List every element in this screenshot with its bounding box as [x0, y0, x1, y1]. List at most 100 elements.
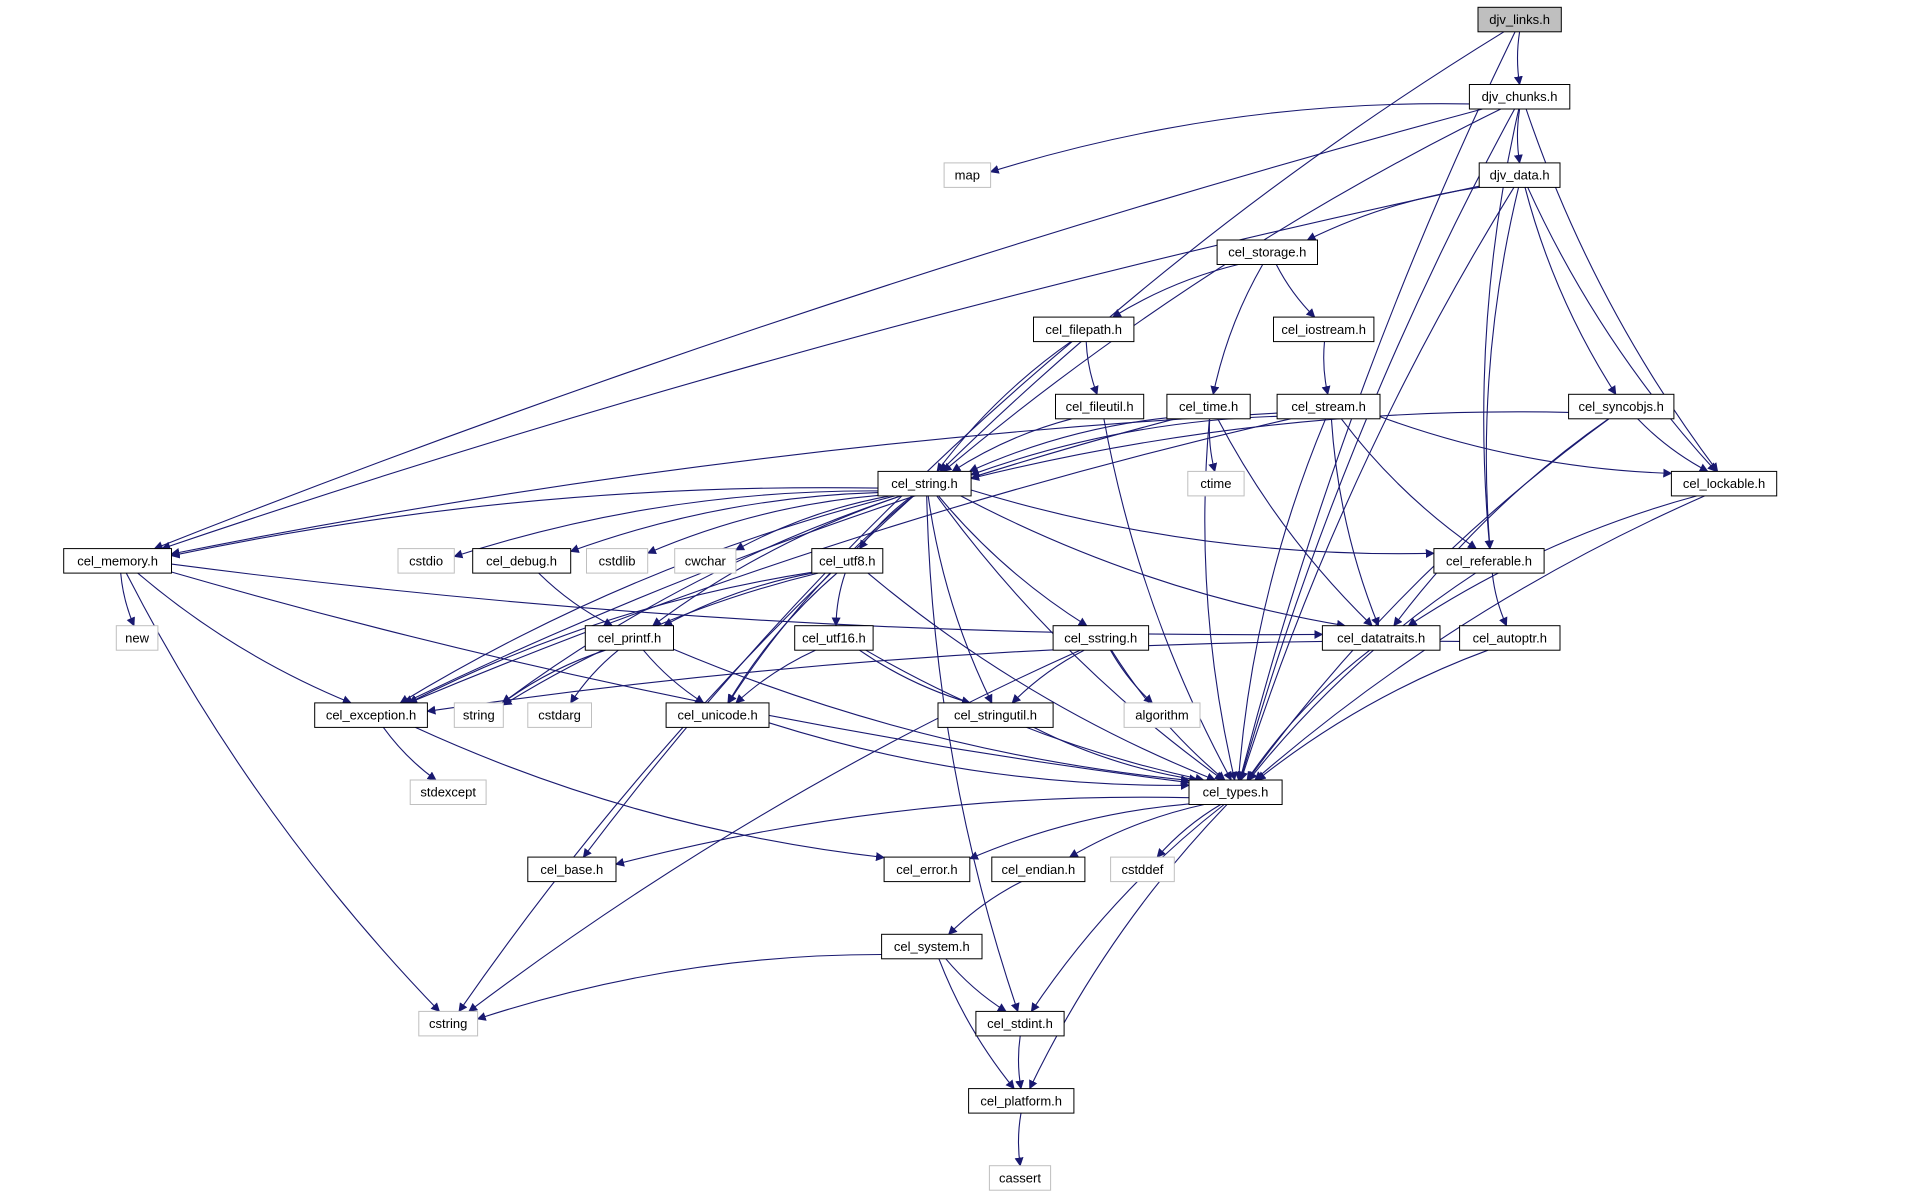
node-string: string	[453, 702, 504, 728]
node-cel-memory[interactable]: cel_memory.h	[63, 548, 173, 574]
node-cel-types[interactable]: cel_types.h	[1188, 779, 1283, 805]
node-cel-autoptr[interactable]: cel_autoptr.h	[1459, 625, 1561, 651]
node-cel-system[interactable]: cel_system.h	[881, 933, 983, 960]
edge-djv_data-to-cel_syncobjs	[1524, 187, 1617, 396]
edge-cel_time-to-cel_exception	[403, 418, 1176, 704]
node-cel-stringutil[interactable]: cel_stringutil.h	[937, 702, 1054, 728]
edge-cel_syncobjs-to-cel_lockable	[1637, 418, 1709, 472]
node-cel-platform[interactable]: cel_platform.h	[968, 1088, 1075, 1114]
node-cel-storage[interactable]: cel_storage.h	[1216, 239, 1318, 265]
node-djv-links[interactable]: djv_links.h	[1477, 6, 1562, 33]
node-djv-chunks[interactable]: djv_chunks.h	[1468, 84, 1571, 110]
node-djv-data[interactable]: djv_data.h	[1478, 162, 1561, 188]
node-label: cassert	[999, 1171, 1041, 1186]
node-label: map	[955, 168, 980, 183]
node-cel-debug[interactable]: cel_debug.h	[472, 548, 572, 574]
node-cel-time[interactable]: cel_time.h	[1166, 393, 1251, 420]
edge-djv_data-to-cel_lockable	[1527, 187, 1717, 473]
edge-cel_string-to-cwchar	[735, 495, 890, 551]
node-box	[1477, 6, 1562, 33]
edge-cel_stdint-to-cel_platform	[1015, 1035, 1025, 1090]
node-cel-referable[interactable]: cel_referable.h	[1433, 548, 1545, 574]
node-cel-sstring[interactable]: cel_sstring.h	[1052, 625, 1150, 651]
node-cel-utf8[interactable]: cel_utf8.h	[811, 548, 884, 574]
edge-cel_string-to-cel_sstring	[938, 495, 1088, 627]
edge-cel_unicode-to-cel_types	[768, 722, 1190, 790]
edge-cel_time-to-cel_string	[968, 417, 1167, 473]
edge-djv_data-to-cel_memory	[161, 185, 1480, 551]
edge-cel_string-to-cel_datatraits	[960, 495, 1346, 629]
node-cel-printf[interactable]: cel_printf.h	[584, 625, 674, 651]
edge-cel_sstring-to-cel_stringutil	[1011, 649, 1085, 704]
edge-cel_platform-to-cassert	[1014, 1113, 1024, 1167]
edge-cel_referable-to-cel_types	[1248, 572, 1476, 781]
edge-cel_string-to-cel_stdint	[926, 495, 1020, 1013]
edge-cel_utf8-to-cel_types	[867, 572, 1216, 782]
edge-cel_filepath-to-cel_fileutil	[1085, 341, 1099, 396]
edge-cel_exception-to-stdexcept	[382, 726, 437, 781]
edge-cel_syncobjs-to-cel_datatraits	[1393, 418, 1609, 627]
node-cel-exception[interactable]: cel_exception.h	[314, 702, 428, 728]
node-label: cel_unicode.h	[677, 708, 757, 723]
edge-cel_stream-to-cel_datatraits	[1330, 418, 1380, 627]
edge-cel_printf-to-cel_types	[673, 648, 1190, 785]
edge-cel_stream-to-cel_types	[1234, 418, 1327, 781]
node-cel-iostream[interactable]: cel_iostream.h	[1273, 316, 1375, 343]
node-box	[665, 702, 770, 728]
node-label: cel_datatraits.h	[1337, 631, 1425, 646]
edge-cel_autoptr-to-cel_exception	[426, 640, 1460, 715]
node-cel-lockable[interactable]: cel_lockable.h	[1670, 470, 1778, 497]
node-cel-stream[interactable]: cel_stream.h	[1276, 393, 1381, 420]
node-algorithm: algorithm	[1123, 702, 1201, 728]
edge-cel_string-to-cstdlib	[646, 494, 879, 555]
node-label: cstdlib	[599, 553, 636, 568]
node-cel-base[interactable]: cel_base.h	[527, 856, 617, 883]
edge-djv_chunks-to-cel_types	[1238, 108, 1516, 781]
node-cel-endian[interactable]: cel_endian.h	[991, 856, 1086, 883]
edge-cel_sstring-to-cstring	[468, 649, 1081, 1012]
node-box	[1568, 393, 1675, 420]
edge-cel_debug-to-cel_printf	[538, 572, 614, 627]
node-box	[1110, 856, 1175, 883]
node-cel-fileutil[interactable]: cel_fileutil.h	[1055, 393, 1145, 420]
node-box	[1468, 84, 1571, 110]
edge-djv_chunks-to-map	[989, 103, 1470, 174]
edge-cel_time-to-ctime	[1208, 418, 1218, 473]
node-cel-error[interactable]: cel_error.h	[883, 856, 971, 883]
node-cel-stdint[interactable]: cel_stdint.h	[975, 1010, 1065, 1037]
node-cel-syncobjs[interactable]: cel_syncobjs.h	[1568, 393, 1675, 420]
edge-djv_links-to-cel_string	[939, 31, 1505, 473]
node-cel-filepath[interactable]: cel_filepath.h	[1033, 316, 1135, 343]
edge-cel_fileutil-to-cel_types	[1103, 418, 1232, 781]
edge-cel_utf16-to-cel_stringutil	[859, 649, 971, 705]
node-label: cel_storage.h	[1228, 245, 1306, 260]
edge-djv_chunks-to-cel_string	[942, 108, 1502, 472]
node-label: cel_utf16.h	[802, 631, 866, 646]
node-box	[881, 933, 983, 960]
edge-cel_types-to-cel_platform	[1029, 804, 1228, 1090]
node-ctime: ctime	[1187, 470, 1245, 497]
node-cel-string[interactable]: cel_string.h	[877, 470, 972, 497]
edge-cel_string-to-cel_unicode	[728, 495, 914, 704]
node-label: cel_sstring.h	[1064, 631, 1137, 646]
node-box	[674, 548, 737, 574]
edge-cel_memory-to-cel_exception	[137, 572, 352, 704]
edge-cel_autoptr-to-cel_types	[1256, 649, 1489, 781]
node-box	[472, 548, 572, 574]
edge-cel_stream-to-cel_lockable	[1379, 416, 1673, 478]
node-box	[988, 1165, 1052, 1191]
node-cstddef: cstddef	[1110, 856, 1175, 883]
node-box	[584, 625, 674, 651]
node-cel-datatraits[interactable]: cel_datatraits.h	[1321, 625, 1441, 651]
node-label: cel_fileutil.h	[1066, 399, 1134, 414]
node-box	[1052, 625, 1150, 651]
edge-cel_storage-to-cel_time	[1210, 264, 1264, 396]
node-cel-unicode[interactable]: cel_unicode.h	[665, 702, 770, 728]
node-label: cel_base.h	[540, 862, 603, 877]
edge-cel_string-to-cel_utf8	[859, 495, 913, 550]
node-map: map	[943, 162, 992, 188]
node-box	[1670, 470, 1778, 497]
node-cel-utf16[interactable]: cel_utf16.h	[794, 625, 874, 651]
edge-cel_printf-to-string	[501, 649, 606, 704]
edge-cel_filepath-to-cel_base	[582, 341, 1073, 858]
